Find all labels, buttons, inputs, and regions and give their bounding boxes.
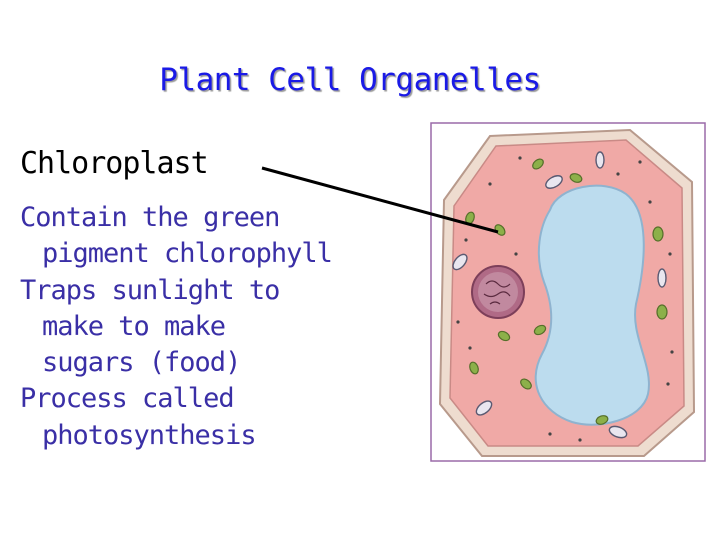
- description-line: photosynthesis: [42, 419, 257, 451]
- mitochondrion: [452, 253, 468, 271]
- description-line: sugars (food): [42, 347, 241, 379]
- description-line: Contain the green: [20, 202, 280, 233]
- chloroplast: [532, 158, 544, 170]
- mitochondrion: [545, 175, 563, 189]
- chloroplast: [656, 304, 668, 320]
- chloroplasts: [465, 158, 668, 425]
- term-label: Chloroplast: [20, 146, 209, 181]
- description-line: make to make: [42, 310, 226, 342]
- description-line: Process called: [20, 383, 235, 415]
- mitochondrion: [657, 268, 667, 288]
- description-line: pigment chlorophyll: [42, 238, 333, 270]
- mitochondrion: [595, 151, 605, 169]
- chloroplast: [497, 330, 511, 342]
- chloroplast: [652, 226, 664, 242]
- mitochondrion: [608, 425, 628, 439]
- chloroplast: [569, 173, 583, 183]
- chloroplast: [520, 378, 532, 390]
- description-line: Traps sunlight to: [20, 274, 280, 306]
- chloroplast: [533, 324, 547, 336]
- plant-cell-illustration: [430, 122, 706, 462]
- description-text: Contain the green pigment chlorophyll Tr…: [20, 200, 440, 454]
- ribosomes: [456, 156, 674, 442]
- mitochondrion: [475, 400, 493, 416]
- chromatin: [483, 280, 511, 305]
- slide-title: Plant Cell Organelles: [159, 62, 541, 98]
- chloroplast: [595, 415, 609, 425]
- central-vacuole: [534, 184, 650, 426]
- mitochondria: [452, 151, 667, 439]
- chloroplast: [469, 361, 479, 375]
- pointer-line-stroke: [261, 166, 499, 234]
